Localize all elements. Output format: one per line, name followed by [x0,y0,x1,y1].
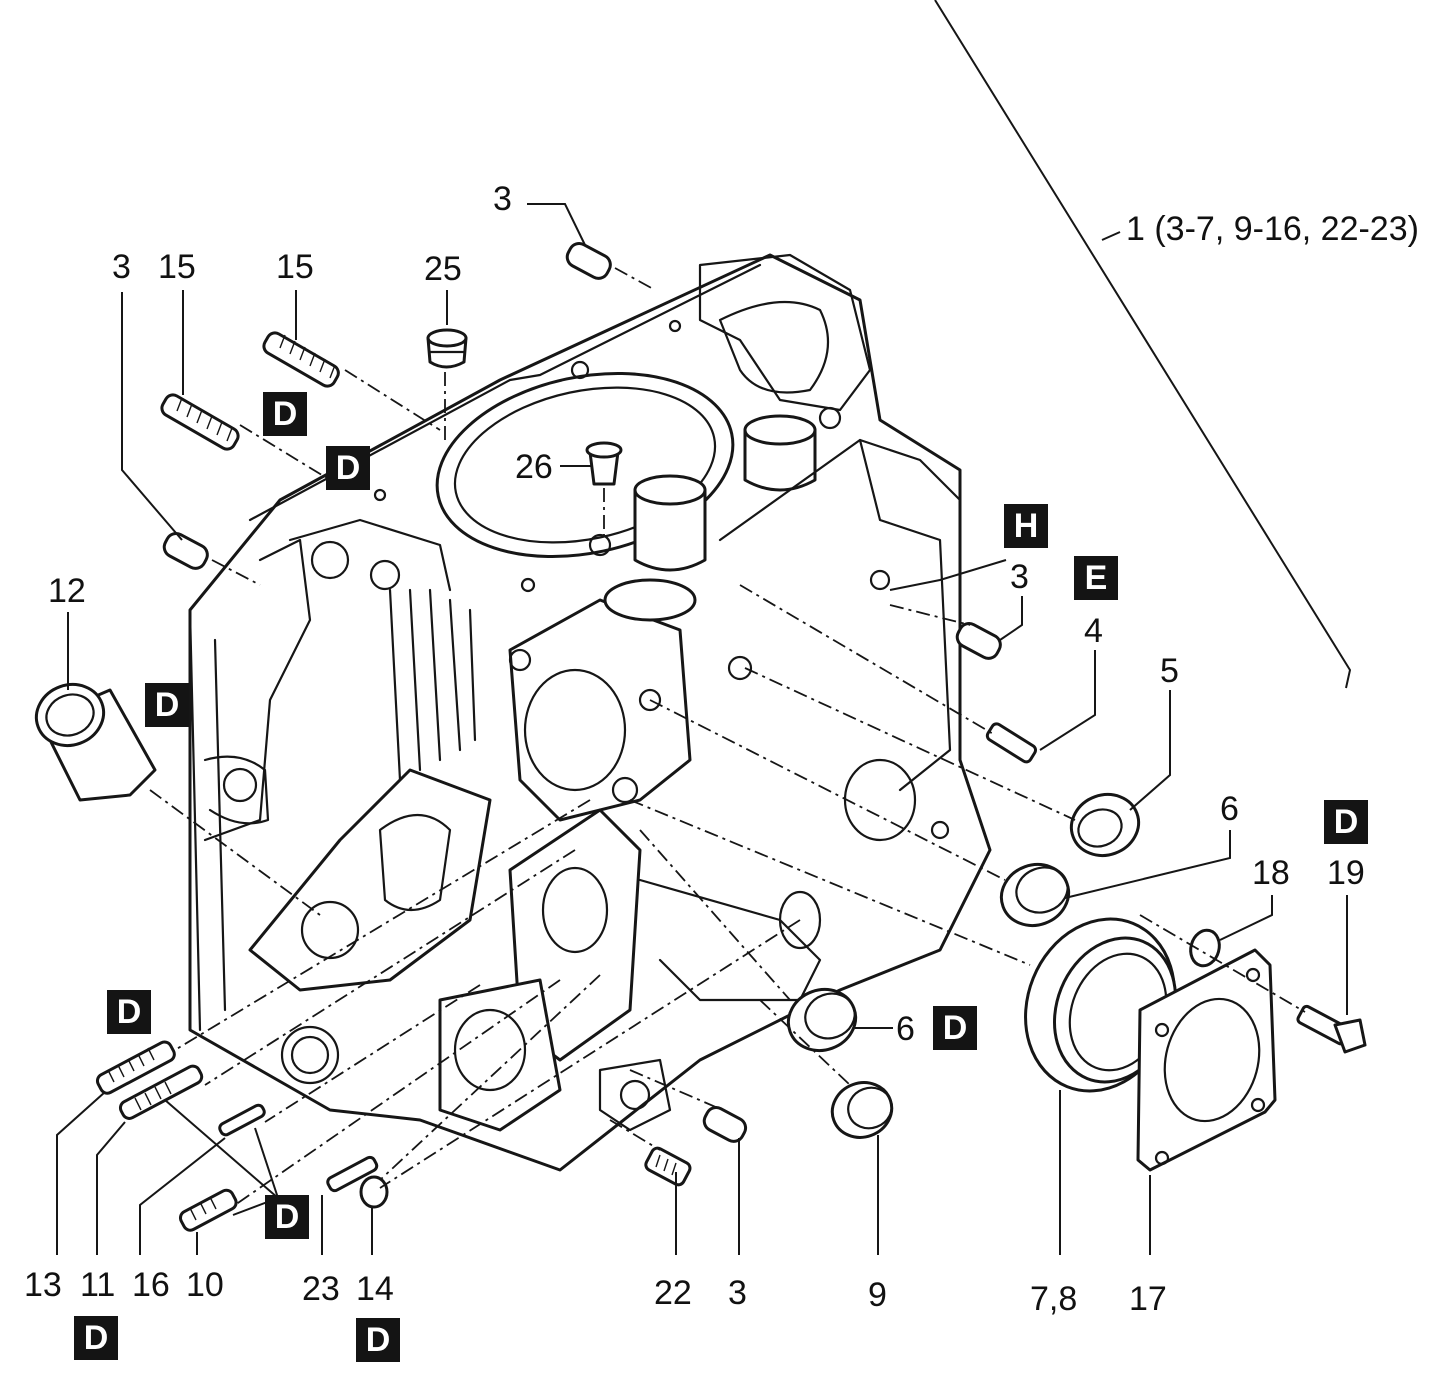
callout-3-right: 3 [1010,558,1029,596]
stud-part-10 [178,1188,238,1232]
dowel-part-3 [162,242,1002,1143]
bushing-part-5 [1069,793,1141,857]
callout-26: 26 [515,448,553,486]
sleeve-part-12 [34,683,157,802]
bolt-part-19 [1296,1004,1367,1054]
plug-part-14 [359,1175,389,1209]
callout-4: 4 [1084,612,1103,650]
callout-23: 23 [302,1270,340,1308]
badge-d-mid: D [933,1006,977,1050]
badge-d-right: D [1324,800,1368,844]
cap-part-6-mid [786,988,858,1052]
callout-7-8: 7,8 [1030,1280,1078,1318]
plug-part-25 [426,328,468,369]
callout-22: 22 [654,1274,692,1312]
assembly-leader [934,0,1352,689]
badge-d-upper-b: D [326,446,370,490]
badge-e: E [1074,556,1118,600]
badge-d-bottom-mid: D [356,1318,400,1362]
assembly-label-tick [1101,231,1121,241]
callout-9: 9 [868,1276,887,1314]
badge-h: H [1004,504,1048,548]
thread-hatching [107,334,677,1221]
callout-17: 17 [1129,1280,1167,1318]
callout-18: 18 [1252,854,1290,892]
callout-3-top: 3 [493,180,512,218]
callout-6-mid: 6 [896,1010,915,1048]
badge-d-studs: D [265,1195,309,1239]
callout-10: 10 [186,1266,224,1304]
plug-part-26 [585,441,623,486]
screw-part-22 [644,1146,692,1187]
callout-3-bottom: 3 [728,1274,747,1312]
pin-part-16 [218,1103,266,1137]
callout-5: 5 [1160,652,1179,690]
callout-16: 16 [132,1266,170,1304]
stud-part-13 [95,1040,176,1095]
cover-part-17 [1136,948,1277,1172]
callout-leaders [56,203,1348,1255]
assembly-label: 1 (3-7, 9-16, 22-23) [1126,210,1419,248]
assembly-center-lines [149,267,1306,1206]
callout-19: 19 [1327,854,1365,892]
callout-11: 11 [80,1266,116,1304]
screw-part-23 [326,1155,379,1193]
cap-part-6-right [999,863,1071,927]
callout-15-b: 15 [276,248,314,286]
callout-6-right: 6 [1220,790,1239,828]
gear-case-housing [188,253,992,1172]
badge-d-left: D [145,683,189,727]
badge-d-bottom-left: D [74,1316,118,1360]
callout-14: 14 [356,1270,394,1308]
washer-part-18 [1189,928,1221,968]
callout-3-left: 3 [112,248,131,286]
bolt-part-4 [985,722,1038,764]
callout-13: 13 [24,1266,62,1304]
badge-d-bolt: D [107,990,151,1034]
callout-15-a: 15 [158,248,196,286]
plug-part-9 [830,1081,894,1139]
callout-25: 25 [424,250,462,288]
callout-12: 12 [48,572,86,610]
stud-part-15 [160,331,340,451]
badge-d-upper-a: D [263,392,307,436]
